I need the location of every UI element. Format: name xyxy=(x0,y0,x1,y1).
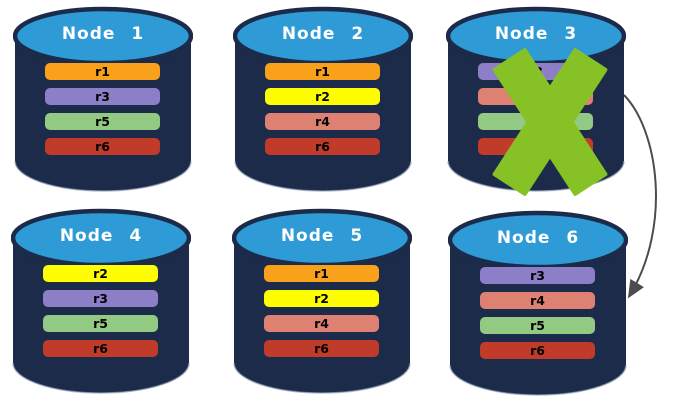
node-6: Node 6 r3 r4 r5 r6 xyxy=(448,210,628,402)
replica-label: r2 xyxy=(93,266,108,281)
replica-bar: r1 xyxy=(264,265,379,282)
replica-bar: r6 xyxy=(264,340,379,357)
node-title: Node 6 xyxy=(496,228,580,248)
replica-bar: r5 xyxy=(43,315,158,332)
replica-label: r1 xyxy=(315,64,330,79)
replica-label: r6 xyxy=(530,343,545,358)
replica-label: r1 xyxy=(314,266,329,281)
node-1: Node 1 r1 r3 r5 r6 xyxy=(13,6,193,198)
replica-label: r6 xyxy=(95,139,110,154)
replica-bar: r1 xyxy=(265,63,380,80)
replica-label: r5 xyxy=(530,318,545,333)
replica-bar: r4 xyxy=(265,113,380,130)
replica-label: r4 xyxy=(530,293,545,308)
replica-label: r3 xyxy=(530,268,545,283)
node-2: Node 2 r1 r2 r4 r6 xyxy=(233,6,413,198)
replica-label: r6 xyxy=(93,341,108,356)
replica-bar: r5 xyxy=(480,317,595,334)
replica-bar: r3 xyxy=(45,88,160,105)
replica-bar: r3 xyxy=(480,267,595,284)
replica-label: r1 xyxy=(95,64,110,79)
node-3: Node 3 r3 xyxy=(446,6,626,198)
replica-label: r4 xyxy=(314,316,329,331)
replica-bar: r5 xyxy=(45,113,160,130)
replica-label: r2 xyxy=(315,89,330,104)
replica-label: r3 xyxy=(93,291,108,306)
replica-bar: r6 xyxy=(45,138,160,155)
replica-bar: r2 xyxy=(264,290,379,307)
replica-label: r5 xyxy=(95,114,110,129)
replica-label: r2 xyxy=(314,291,329,306)
replica-list: r3 r4 r5 r6 xyxy=(480,267,595,367)
replica-label: r4 xyxy=(315,114,330,129)
replica-label: r6 xyxy=(314,341,329,356)
replica-bar: r4 xyxy=(264,315,379,332)
replica-bar: r1 xyxy=(45,63,160,80)
replica-label: r5 xyxy=(93,316,108,331)
replica-bar: r4 xyxy=(480,292,595,309)
node-4: Node 4 r2 r3 r5 r6 xyxy=(11,208,191,400)
node-title: Node 1 xyxy=(61,24,145,44)
replica-bar: r3 xyxy=(43,290,158,307)
node-title: Node 3 xyxy=(494,24,578,44)
replica-bar: r6 xyxy=(480,342,595,359)
replica-bar: r2 xyxy=(43,265,158,282)
replica-label: r3 xyxy=(95,89,110,104)
replica-bar: r2 xyxy=(265,88,380,105)
node-title: Node 5 xyxy=(280,226,364,246)
replica-list: r2 r3 r5 r6 xyxy=(43,265,158,365)
replica-bar: r6 xyxy=(43,340,158,357)
replica-list: r1 r2 r4 r6 xyxy=(265,63,380,163)
failover-arrow-icon xyxy=(623,94,657,299)
replica-list: r1 r2 r4 r6 xyxy=(264,265,379,365)
node-title: Node 4 xyxy=(59,226,143,246)
node-5: Node 5 r1 r2 r4 r6 xyxy=(232,208,412,400)
failure-x-icon xyxy=(446,6,626,198)
replica-label: r6 xyxy=(315,139,330,154)
replica-bar: r6 xyxy=(265,138,380,155)
replica-list: r1 r3 r5 r6 xyxy=(45,63,160,163)
node-title: Node 2 xyxy=(281,24,365,44)
